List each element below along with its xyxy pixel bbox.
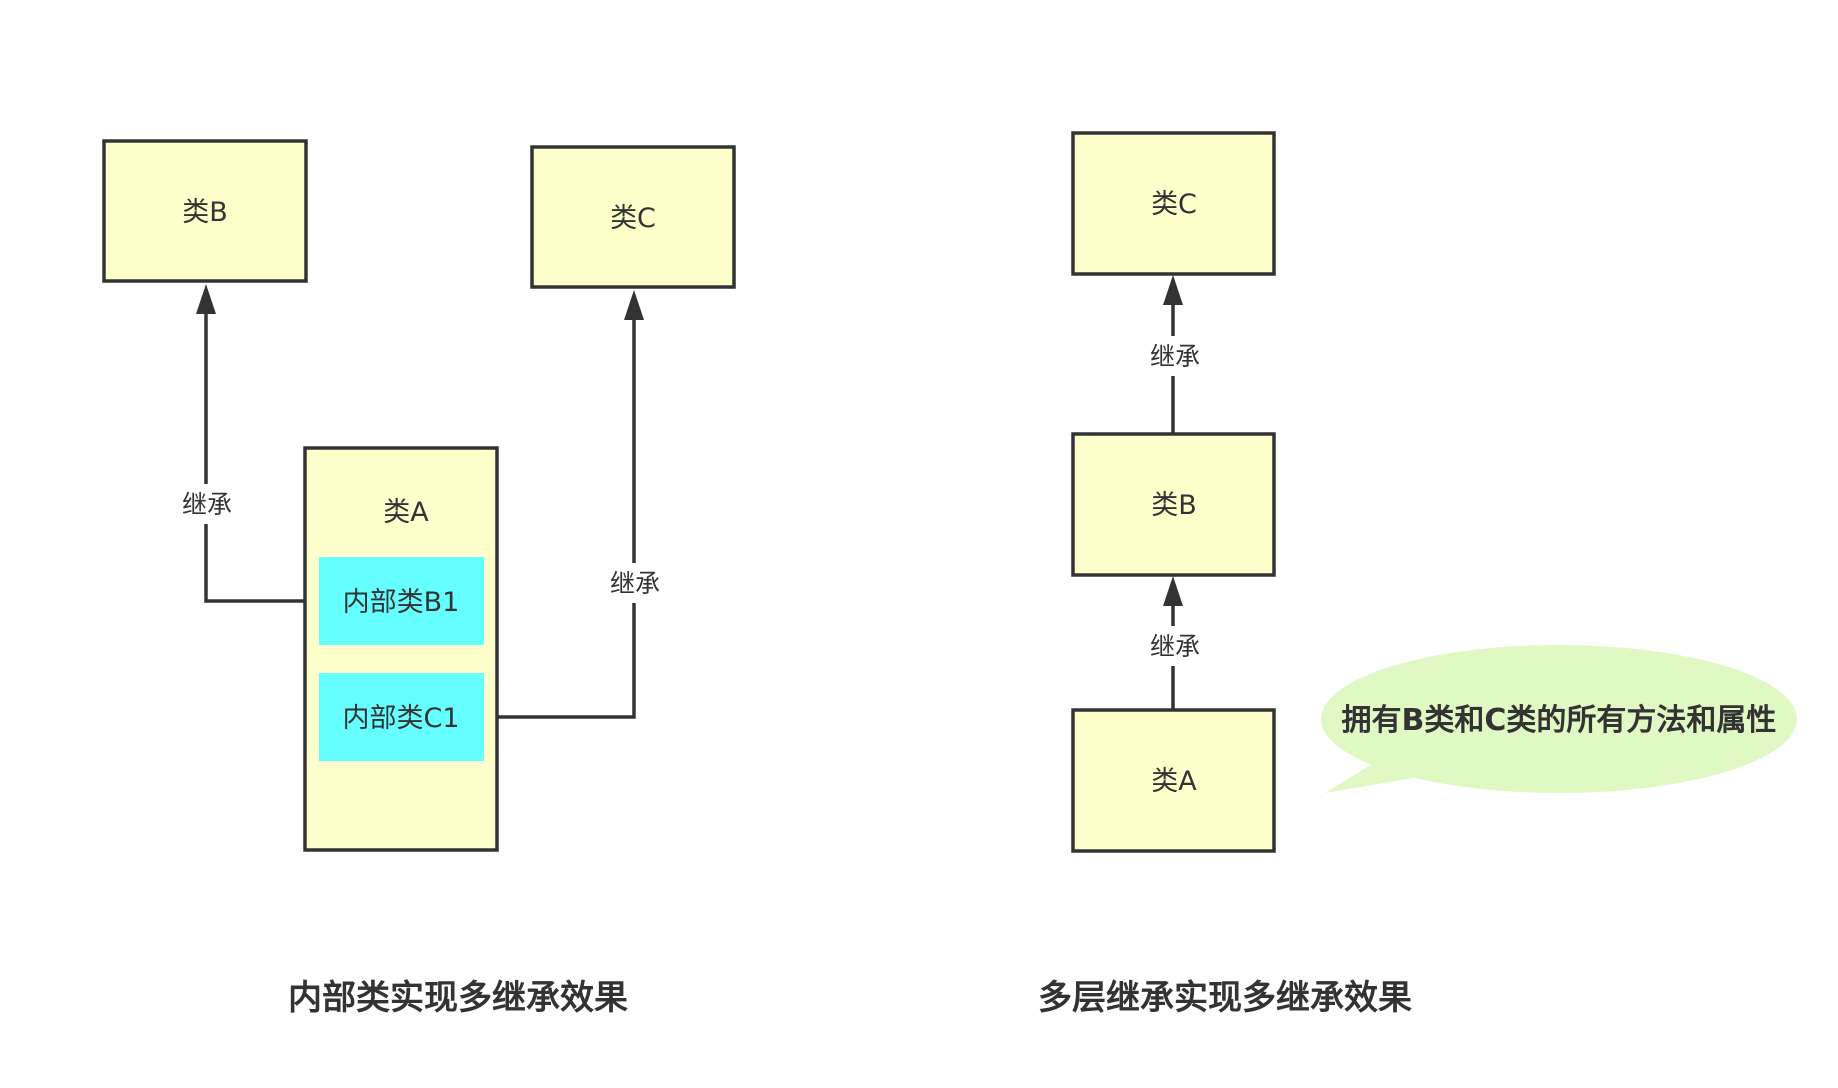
right-diagram: 继承 继承 类C 类B 类A 拥有B类和C类的所有方法和属性 多层继承实现多继承…: [1038, 131, 1797, 1018]
class-a-box: [1071, 708, 1276, 853]
class-a-label: 类A: [1151, 766, 1197, 797]
edge-label-bg: [176, 484, 236, 524]
class-c-label: 类C: [1151, 189, 1197, 220]
arrowhead-c1-to-c: [624, 290, 644, 320]
left-diagram: 继承 继承 类B 类C 类A 内部类B1 内部类C1 内部类实现多继承效果: [102, 139, 736, 1018]
arrowhead-b1-to-b: [196, 284, 216, 314]
right-caption: 多层继承实现多继承效果: [1038, 978, 1412, 1018]
class-a-box: [303, 446, 499, 852]
edge-c1-to-c: [484, 318, 636, 719]
callout-text: 拥有B类和C类的所有方法和属性: [1342, 703, 1777, 738]
class-b-label: 类B: [182, 197, 228, 228]
inner-class-c1-label: 内部类C1: [342, 703, 459, 734]
edge-label-a-to-b: 继承: [1150, 632, 1200, 661]
inner-class-b1-box: [319, 557, 484, 645]
class-b-label: 类B: [1151, 490, 1197, 521]
inner-class-c1-box: [319, 673, 484, 761]
class-c-box: [1071, 131, 1276, 276]
left-caption: 内部类实现多继承效果: [288, 978, 628, 1018]
arrowhead-b-to-c: [1163, 275, 1183, 305]
arrowhead-a-to-b: [1163, 576, 1183, 606]
class-b-box: [1071, 432, 1276, 577]
edge-label-b1-to-b: 继承: [182, 490, 232, 519]
edge-label-bg: [604, 563, 664, 603]
callout-bubble: 拥有B类和C类的所有方法和属性: [1321, 645, 1797, 793]
class-b-box: [102, 139, 308, 283]
edge-label-c1-to-c: 继承: [610, 569, 660, 598]
edge-label-bg: [1143, 336, 1203, 376]
edge-label-bg: [1143, 626, 1203, 666]
inner-class-b1-label: 内部类B1: [343, 587, 460, 618]
class-c-box: [530, 145, 736, 289]
edge-b1-to-b: [204, 312, 319, 603]
edge-label-b-to-c: 继承: [1150, 342, 1200, 371]
class-c-label: 类C: [610, 203, 656, 234]
class-a-label: 类A: [383, 497, 429, 528]
